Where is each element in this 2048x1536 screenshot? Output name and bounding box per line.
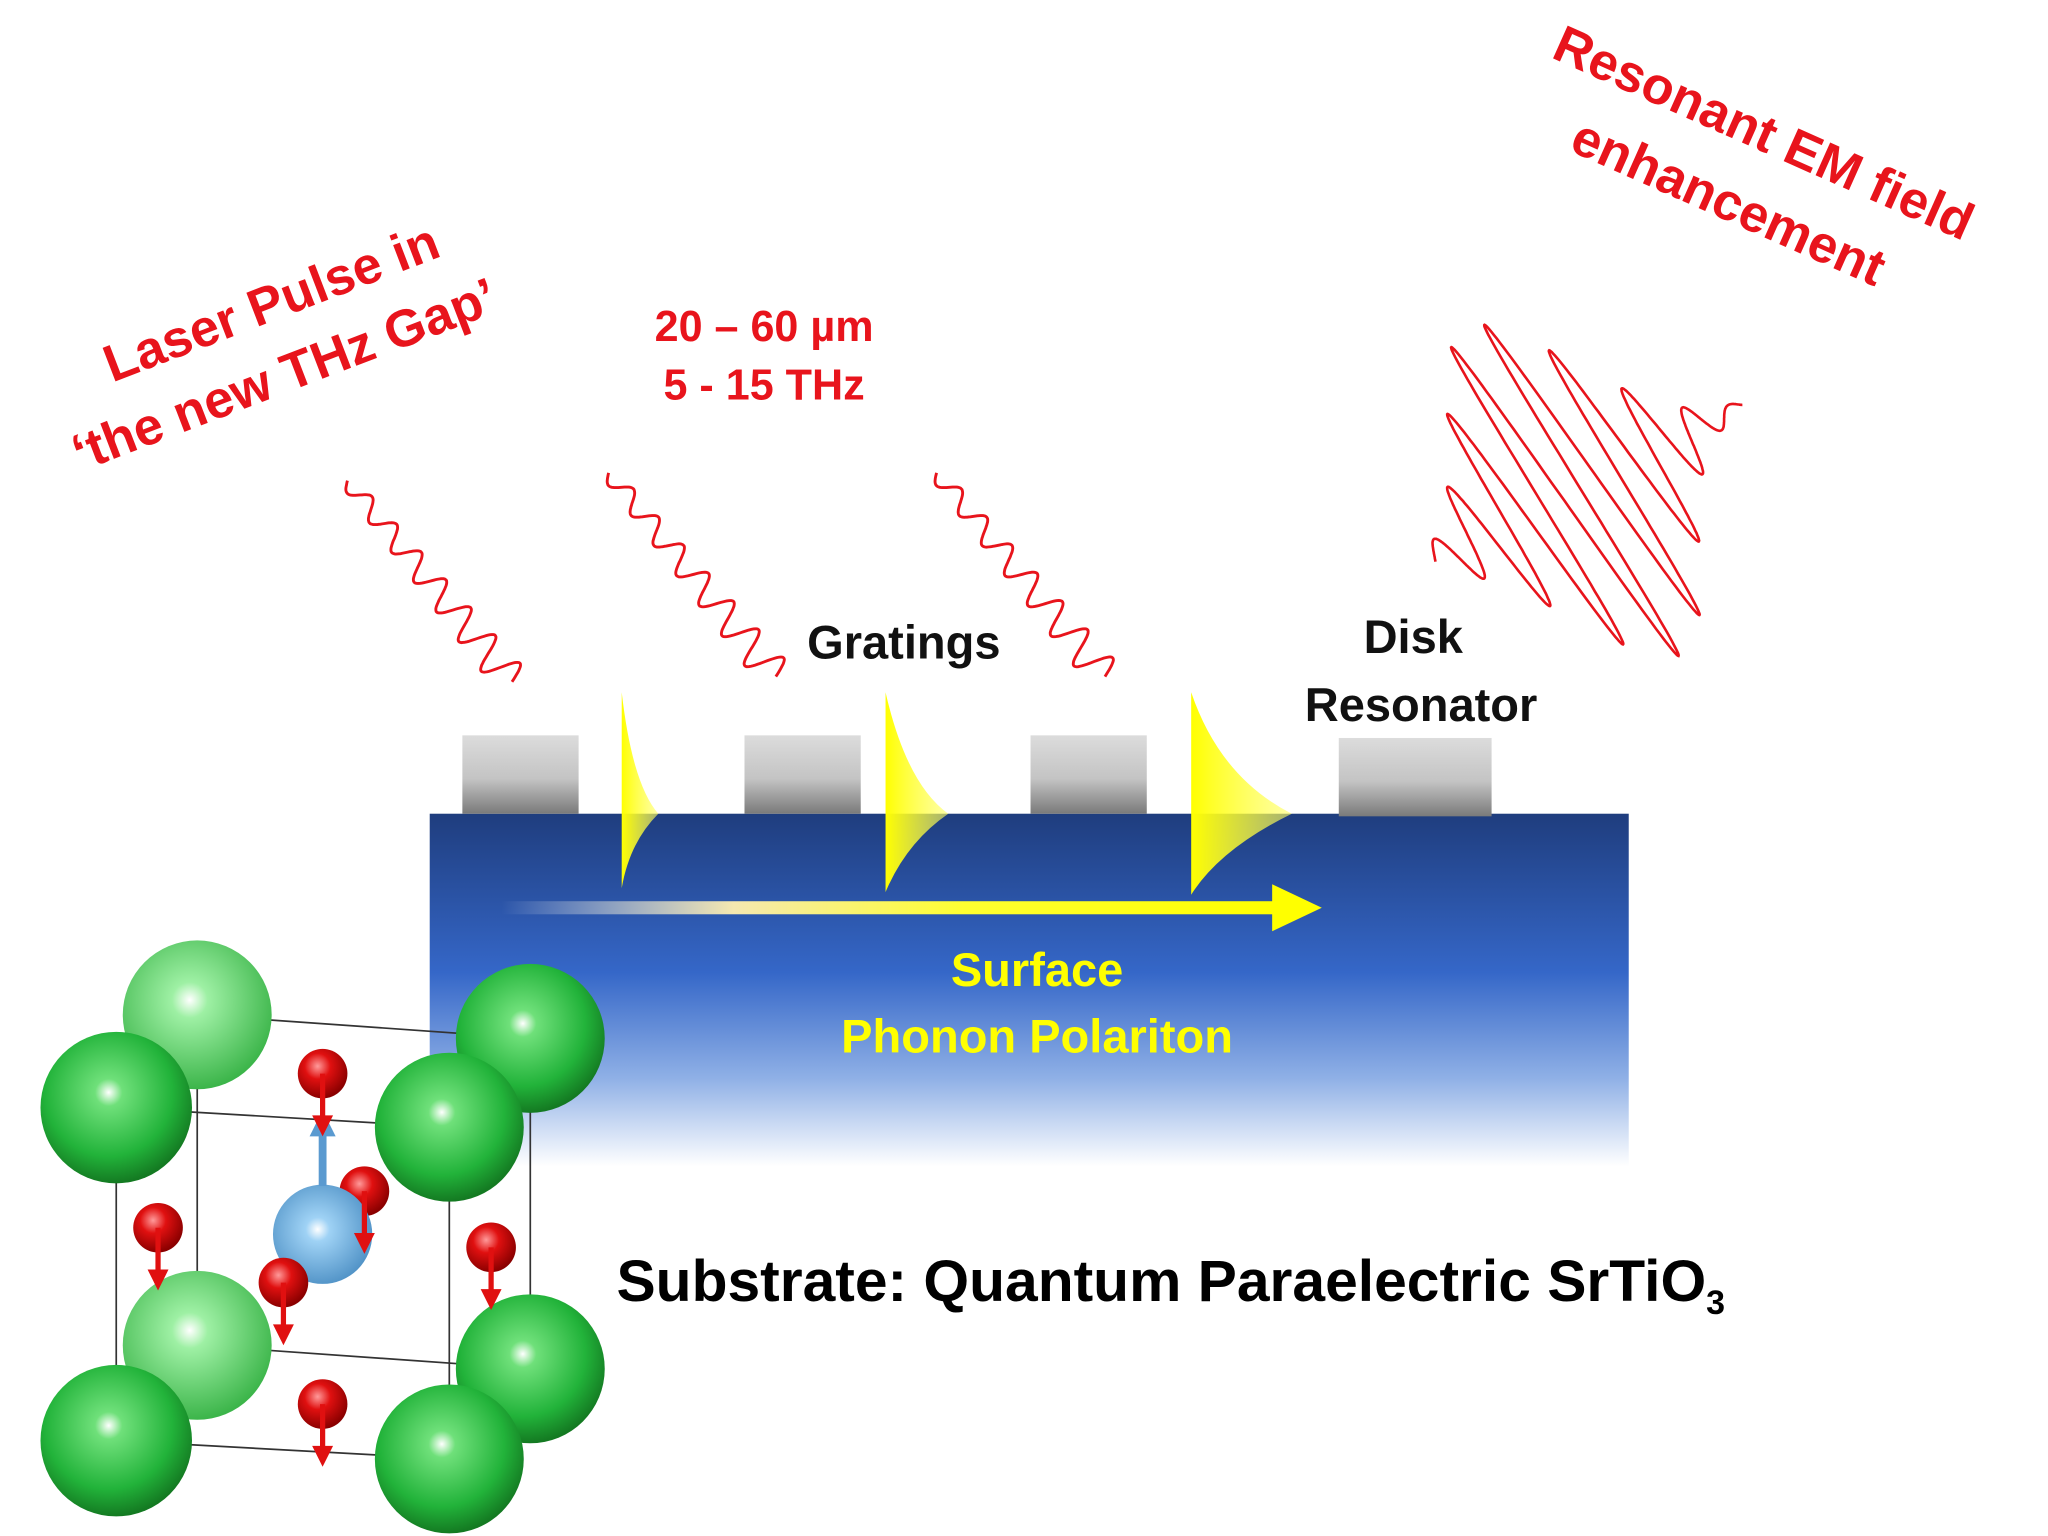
wavelength-range: 20 – 60 µm [655,303,874,351]
polariton-propagation-arrow [501,884,1322,932]
srtio3-unit-cell [40,940,605,1534]
o-arrow-head [272,1324,294,1346]
gratings-label: Gratings [807,615,1000,668]
disk-resonator [1338,737,1492,817]
laser-wave [933,472,1115,678]
grating-bar [1030,735,1147,814]
sr-atom [40,1031,193,1184]
substrate-label-main: Substrate: Quantum Paraelectric SrTiO [616,1249,1706,1314]
o-displacement-arrows [147,1073,502,1467]
evanescent-field-lobes [621,692,1292,895]
field-lobe [1191,692,1292,895]
resonant-wave [1431,323,1743,658]
o-atom [297,1379,348,1429]
substrate-label: Substrate: Quantum Paraelectric SrTiO3 [616,1249,1725,1322]
substrate-block [429,813,1629,1167]
grating-bar [744,735,861,814]
sr-atom [374,1052,524,1202]
spp-label-line1: Surface [951,943,1123,996]
sr-atom [374,1384,524,1534]
o-arrow-head [312,1445,334,1467]
o-arrow-head [480,1289,502,1311]
gratings [462,735,1147,814]
disk-label-line1: Disk [1364,610,1464,663]
ti-atom [272,1184,373,1284]
substrate-label-subscript: 3 [1706,1284,1725,1322]
laser-pulses [344,472,1115,683]
o-arrow-head [353,1232,375,1254]
o-atom [297,1048,348,1099]
laser-wave [344,480,522,683]
spp-label-line2: Phonon Polariton [841,1010,1233,1063]
field-lobe [621,692,659,889]
o-arrow-head [312,1115,334,1137]
grating-bar [462,735,579,814]
resonant-field-burst [1431,323,1743,658]
o-arrow-head [147,1269,169,1291]
frequency-range: 5 - 15 THz [663,362,864,410]
sr-atom [40,1364,193,1517]
field-lobe [885,692,949,893]
laser-wave [605,472,786,678]
disk-label-line2: Resonator [1305,678,1538,731]
